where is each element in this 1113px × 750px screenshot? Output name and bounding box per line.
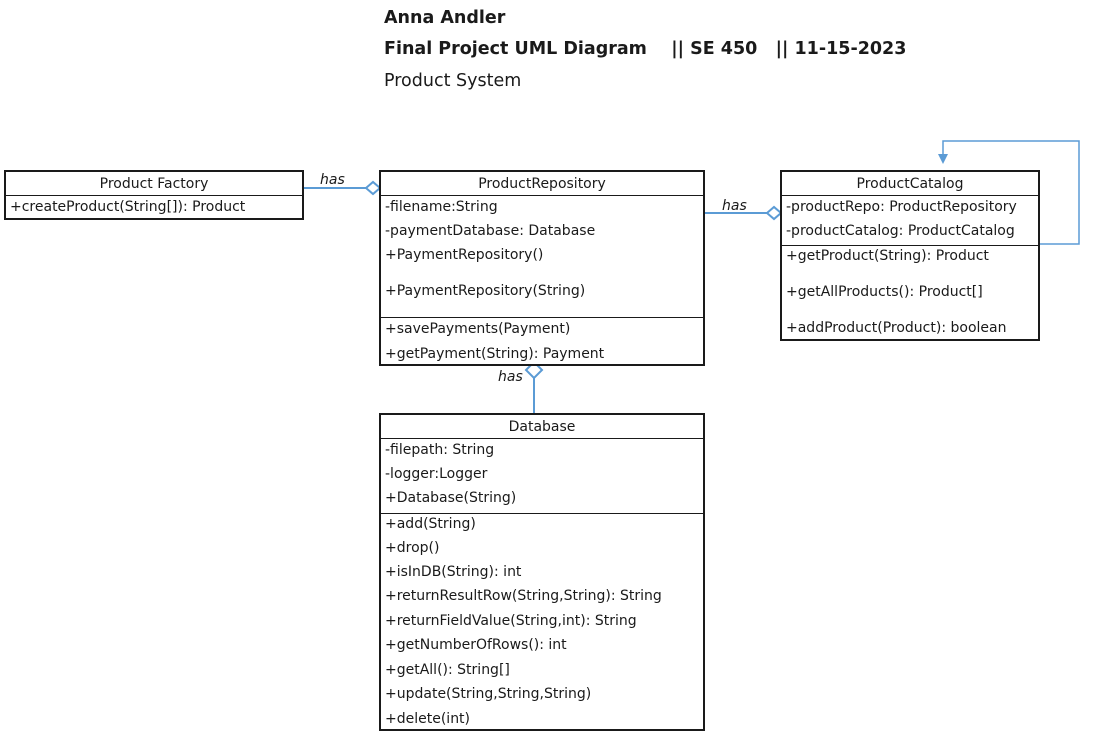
aggregation-diamond-catalog: [765, 205, 783, 221]
class-product-factory: Product Factory +createProduct(String[])…: [4, 170, 304, 220]
operation: +returnFieldValue(String,int): String: [385, 613, 637, 629]
class-product-catalog: ProductCatalog -productRepo: ProductRepo…: [780, 170, 1040, 341]
class-name: ProductCatalog: [782, 172, 1038, 196]
operations-section: +add(String) +drop() +isInDB(String): in…: [381, 513, 703, 730]
class-name: Product Factory: [6, 172, 302, 196]
attributes-section: -productRepo: ProductRepository -product…: [782, 196, 1038, 245]
attribute: -logger:Logger: [385, 466, 488, 482]
aggregation-diamond-repo-bottom: [524, 360, 544, 380]
operation: +createProduct(String[]): Product: [10, 199, 246, 215]
operation: +add(String): [385, 516, 476, 532]
operation: +getNumberOfRows(): int: [385, 637, 567, 653]
attribute: +PaymentRepository(): [385, 247, 544, 263]
label-repo-database: has: [498, 369, 523, 385]
class-name: ProductRepository: [381, 172, 703, 196]
operation: +savePayments(Payment): [385, 321, 571, 337]
operation: +getAllProducts(): Product[]: [786, 284, 983, 300]
operation: +drop(): [385, 540, 440, 556]
attribute: -productRepo: ProductRepository: [786, 199, 1017, 215]
operation: +getAll(): String[]: [385, 662, 510, 678]
link-catalog-self: [942, 140, 1080, 245]
operation: +delete(int): [385, 711, 471, 727]
operation: +getProduct(String): Product: [786, 248, 989, 264]
attribute: +Database(String): [385, 490, 517, 506]
class-database: Database -filepath: String -logger:Logge…: [379, 413, 705, 731]
class-name: Database: [381, 415, 703, 439]
operations-section: +createProduct(String[]): Product: [6, 196, 302, 220]
operation: +update(String,String,String): [385, 686, 592, 702]
aggregation-diamond-repo-left: [364, 180, 382, 196]
author-name: Anna Andler: [384, 8, 506, 28]
operation: +returnResultRow(String,String): String: [385, 588, 662, 604]
attributes-section: -filename:String -paymentDatabase: Datab…: [381, 196, 703, 317]
operations-section: +savePayments(Payment) +getPayment(Strin…: [381, 317, 703, 365]
label-repo-catalog: has: [722, 198, 747, 214]
attribute: +PaymentRepository(String): [385, 283, 586, 299]
self-link-arrowhead: [938, 154, 948, 164]
diagram-subtitle: Product System: [384, 71, 522, 91]
operation: +isInDB(String): int: [385, 564, 522, 580]
diagram-title: Final Project UML Diagram || SE 450 || 1…: [384, 39, 907, 59]
label-factory-repo: has: [320, 172, 345, 188]
attributes-section: -filepath: String -logger:Logger +Databa…: [381, 439, 703, 513]
operations-section: +getProduct(String): Product +getAllProd…: [782, 245, 1038, 340]
operation: +getPayment(String): Payment: [385, 346, 605, 362]
attribute: -productCatalog: ProductCatalog: [786, 223, 1015, 239]
attribute: -paymentDatabase: Database: [385, 223, 596, 239]
attribute: -filepath: String: [385, 442, 495, 458]
operation: +addProduct(Product): boolean: [786, 320, 1007, 336]
attribute: -filename:String: [385, 199, 498, 215]
class-product-repository: ProductRepository -filename:String -paym…: [379, 170, 705, 366]
